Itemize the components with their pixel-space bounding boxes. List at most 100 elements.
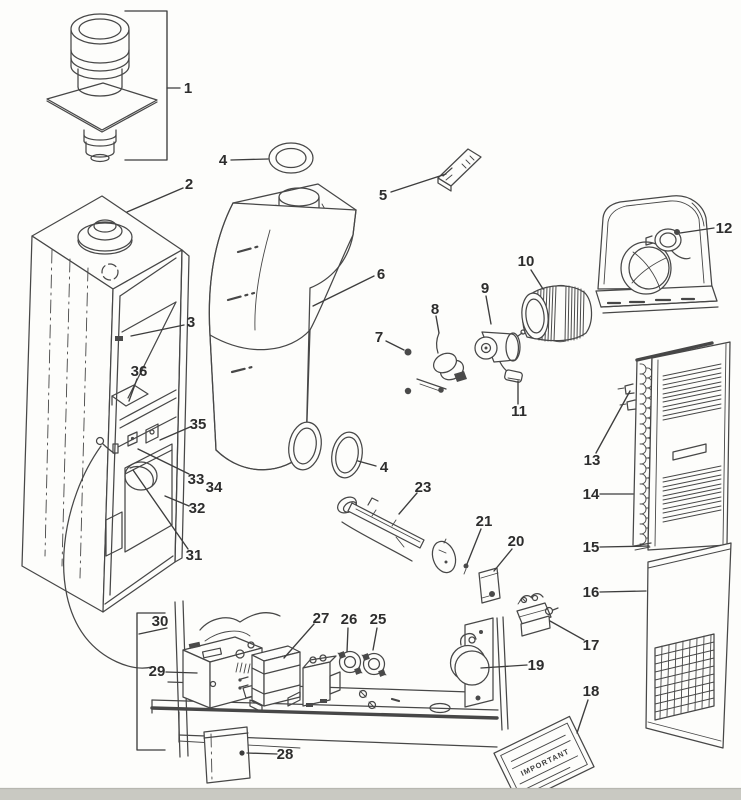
- part-7-screw: [404, 348, 412, 356]
- flue-collar: [288, 421, 322, 471]
- callout-26: 26: [341, 611, 358, 653]
- part-number-label: 5: [379, 187, 387, 204]
- callout-18: 18: [576, 683, 600, 734]
- callout-layer: 1234456789101112131415161718192021232526…: [124, 10, 733, 763]
- callout-23: 23: [398, 479, 431, 515]
- part-number-label: 6: [377, 266, 385, 283]
- callout-20: 20: [493, 533, 525, 572]
- part-number-label: 1: [184, 80, 192, 97]
- diagram-line-art: IMPORTANT: [0, 13, 741, 800]
- callout-13: 13: [584, 390, 631, 469]
- part-16-lower-door: [645, 542, 732, 749]
- callout-16: 16: [583, 584, 647, 601]
- scan-edge-bar: [0, 789, 741, 800]
- part-number-label: 34: [206, 479, 223, 496]
- callout-14: 14: [583, 486, 634, 503]
- part-number-label: 15: [583, 539, 600, 556]
- part-number-label: 4: [219, 152, 228, 169]
- door-swing-arc: [63, 436, 153, 669]
- part-number-label: 4: [380, 459, 389, 476]
- part-29-control-assembly: [182, 612, 281, 709]
- part-9-motor: [474, 329, 526, 377]
- part-2-cabinet: [21, 195, 190, 669]
- part-number-label: 8: [431, 301, 439, 318]
- part-number-label: 29: [149, 663, 166, 680]
- part-11-capacitor: [504, 369, 523, 383]
- part-number-label: 11: [511, 403, 527, 420]
- part-35-box: [145, 423, 159, 444]
- part-36-shelf: [111, 384, 149, 407]
- callout-8: 8: [431, 301, 440, 334]
- part-number-label: 19: [528, 657, 545, 674]
- callout-4: 4: [219, 152, 269, 169]
- callout-9: 9: [481, 280, 492, 325]
- callout-15: 15: [583, 539, 650, 556]
- callout-27: 27: [283, 610, 329, 659]
- part-10-blower-wheel: [521, 284, 593, 343]
- part-number-label: 31: [186, 547, 203, 564]
- callout-28: 28: [239, 746, 293, 763]
- part-8-motor-mount: [404, 332, 467, 395]
- part-number-label: 2: [185, 176, 193, 193]
- part-12-blower-housing: [595, 195, 719, 314]
- callout-29: 29: [149, 663, 198, 680]
- callout-30: 30: [136, 612, 169, 751]
- part-6-heat-exchanger: [208, 183, 363, 479]
- part-number-label: 33: [188, 471, 205, 488]
- callout-19: 19: [480, 657, 545, 674]
- callout-4: 4: [357, 459, 389, 476]
- part-number-label: 14: [583, 486, 600, 503]
- part-number-label: 16: [583, 584, 600, 601]
- callout-10: 10: [518, 253, 544, 290]
- callout-17: 17: [549, 620, 600, 654]
- callout-31: 31: [132, 469, 203, 564]
- callout-1: 1: [124, 10, 192, 161]
- part-number-label: 18: [583, 683, 600, 700]
- callout-2: 2: [126, 176, 193, 213]
- part-number-label: 21: [476, 513, 493, 530]
- part-23-burner: [337, 496, 425, 562]
- part-1-vent-cap: [46, 13, 158, 163]
- part-21-screw: [463, 563, 469, 575]
- callout-3: 3: [130, 314, 195, 337]
- callout-21: 21: [466, 513, 493, 565]
- callout-12: 12: [679, 220, 733, 237]
- part-19-inducer: [449, 616, 509, 731]
- callout-34: 34: [206, 479, 223, 496]
- part-number-label: 32: [189, 500, 206, 517]
- callout-5: 5: [379, 173, 447, 204]
- callout-33: 33: [137, 448, 205, 488]
- part-number-label: 25: [370, 611, 387, 628]
- burner-orifice-disc: [431, 538, 457, 574]
- part-17-gas-valve: [516, 593, 559, 637]
- part-number-label: 20: [508, 533, 525, 550]
- part-number-label: 3: [187, 314, 195, 331]
- part-number-label: 9: [481, 280, 489, 297]
- callout-7: 7: [375, 329, 405, 351]
- part-5-nameplate: [437, 148, 482, 192]
- part-number-label: 17: [583, 637, 600, 654]
- part-number-label: 10: [518, 253, 535, 270]
- callout-36: 36: [128, 363, 148, 402]
- part-number-label: 13: [584, 452, 601, 469]
- relay-box: [302, 654, 341, 707]
- part-number-label: 30: [152, 613, 169, 630]
- part-3-screw: [115, 336, 123, 341]
- part-26-grommet: [337, 650, 363, 675]
- part-number-label: 35: [190, 416, 207, 433]
- louver-grid: [654, 633, 715, 721]
- part-25-grommet: [361, 652, 387, 677]
- part-number-label: 12: [716, 220, 733, 237]
- callout-32: 32: [164, 495, 206, 517]
- part-number-label: 26: [341, 611, 358, 628]
- callout-11: 11: [511, 380, 527, 420]
- upper-door-panel: [647, 341, 731, 551]
- part-4-gasket-top: [268, 142, 314, 174]
- part-number-label: 7: [375, 329, 383, 346]
- part-27-transformer: [238, 645, 301, 713]
- part-number-label: 36: [131, 363, 148, 380]
- callout-35: 35: [159, 416, 207, 441]
- part-28-junction-box: [203, 726, 251, 784]
- part-20-bracket: [478, 567, 501, 604]
